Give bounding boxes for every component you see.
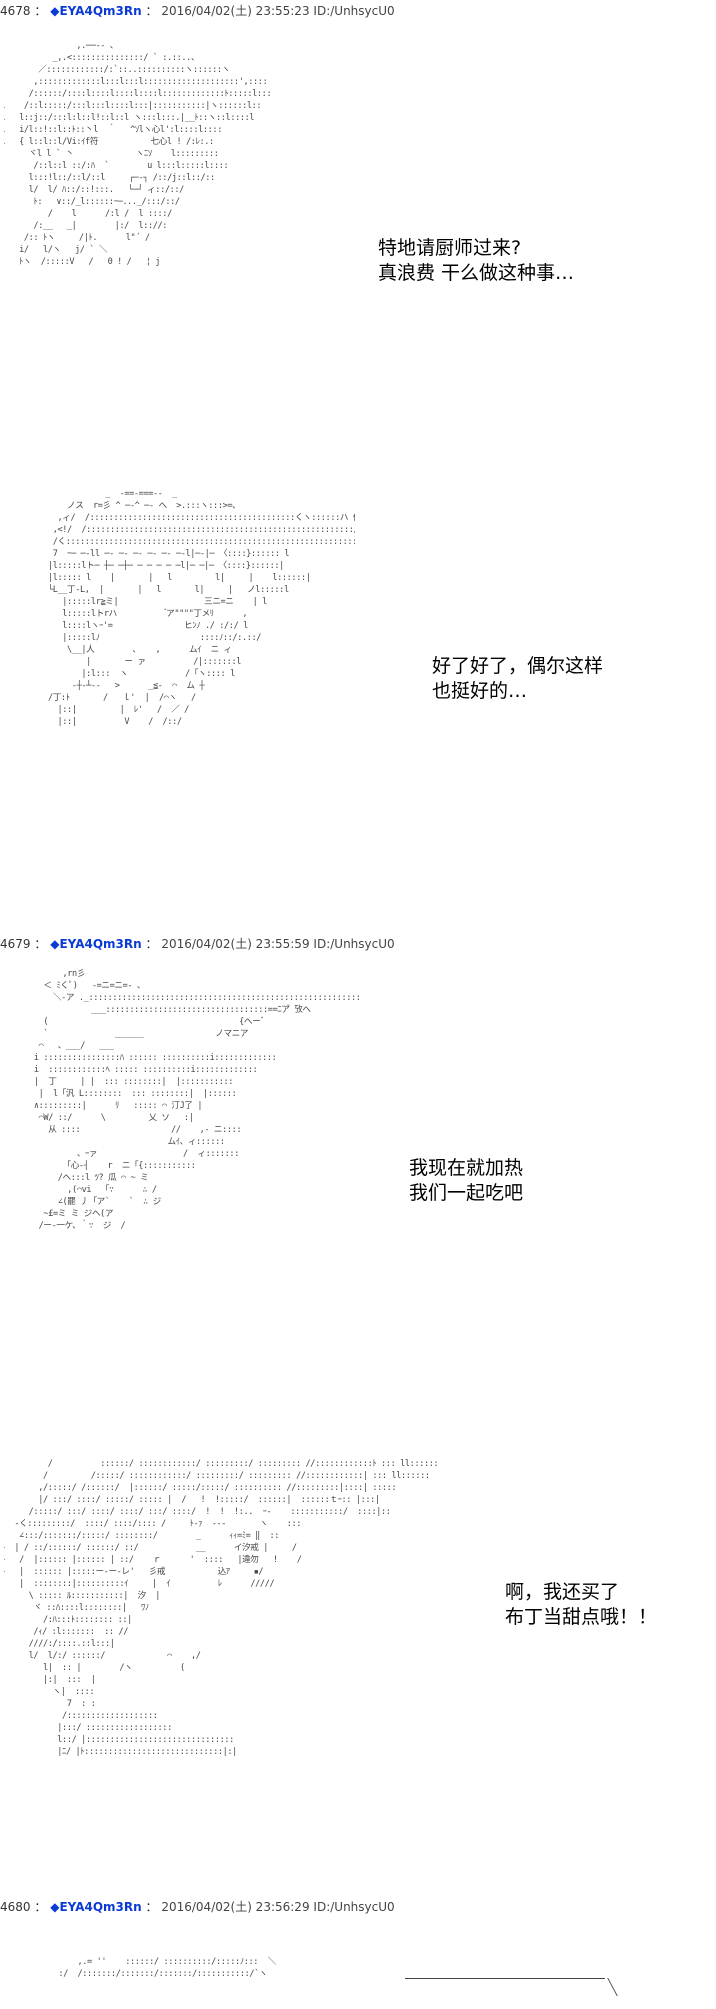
diamond-icon: ◆ [50,937,60,951]
separator: ： [34,937,47,951]
post-id: ID:/UnhsycU0 [313,1900,395,1914]
ascii-art: ,rn彡 ＜ ﾐくﾟ) -=ニ=ニ=- 、 ＼-ア ._::::::::::::… [33,969,360,1231]
post-date: 2016/04/02(土) 23:55:23 [161,4,310,18]
speech-text: 我现在就加热 我们一起吃吧 [409,1157,524,1204]
speech-bubble-edge [405,1978,605,2009]
post-header: 4678 ： ◆EYA4Qm3Rn ： 2016/04/02(土) 23:55:… [0,2,395,20]
diamond-icon: ◆ [50,1900,60,1914]
post-date: 2016/04/02(土) 23:55:59 [161,937,310,951]
speech-text: 好了好了，偶尔这样 也挺好的… [432,655,604,702]
margin-dots: . . . [2,1541,7,1574]
post-header: 4679 ： ◆EYA4Qm3Rn ： 2016/04/02(土) 23:55:… [0,935,395,953]
post-number: 4680 [0,1900,31,1914]
separator: ： [34,1900,47,1914]
diamond-icon: ◆ [50,4,60,18]
post-id: ID:/UnhsycU0 [313,937,395,951]
poster-name[interactable]: EYA4Qm3Rn [59,937,142,951]
separator: ： [145,4,158,18]
ascii-art: ,.= '' ::::::/ ::::::::::/:::::ﾉ::: ＼ :/… [58,1957,276,1979]
speech-text: 特地请厨师过来? 真浪费 干么做这种事… [378,237,575,284]
post-id: ID:/UnhsycU0 [313,4,395,18]
poster-name[interactable]: EYA4Qm3Rn [59,1900,142,1914]
separator: ： [145,1900,158,1914]
margin-dots: . . . . [2,101,7,146]
separator: ： [34,4,47,18]
post-date: 2016/04/02(土) 23:56:29 [161,1900,310,1914]
post-header: 4680 ： ◆EYA4Qm3Rn ： 2016/04/02(土) 23:56:… [0,1898,395,1916]
speech-text: 啊，我还买了 布丁当甜点哦！！ [505,1581,658,1628]
ascii-art: / ::::::/ ::::::::::::/ :::::::::/ :::::… [14,1459,439,1757]
poster-name[interactable]: EYA4Qm3Rn [59,4,142,18]
post-number: 4679 [0,937,31,951]
ascii-art: _ -==-===-- _ ノス r=彡 ^ ─‐^ ─‐ へ >.:::ヽ::… [47,489,355,727]
ascii-art: ,.──-- 、 _,.<:::::::::::::::/ ` :.::..、 … [19,41,272,267]
post-number: 4678 [0,4,31,18]
separator: ： [145,937,158,951]
